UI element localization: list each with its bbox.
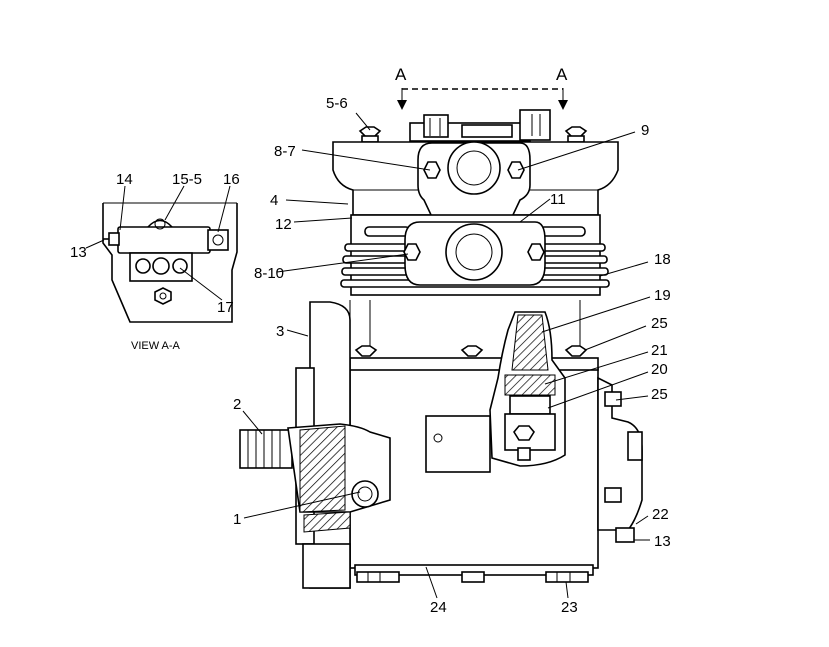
callout-21: 21 xyxy=(651,342,668,359)
callout-4: 4 xyxy=(270,192,278,209)
callout-23: 23 xyxy=(561,599,578,616)
crankcase-nameplate xyxy=(425,415,491,473)
callout-15-5: 15-5 xyxy=(172,171,202,188)
callout-14: 14 xyxy=(116,171,133,188)
callout-22: 22 xyxy=(652,506,669,523)
section-mark-left: A xyxy=(395,65,407,84)
callout-24: 24 xyxy=(430,599,447,616)
leader-lines xyxy=(85,112,651,599)
callout-2: 2 xyxy=(233,396,241,413)
callout-13-main: 13 xyxy=(654,533,671,550)
section-mark-right: A xyxy=(556,65,568,84)
callout-3: 3 xyxy=(276,323,284,340)
callout-12: 12 xyxy=(275,216,292,233)
view-a-a-inset: VIEW A-A xyxy=(102,202,238,352)
base-bolts xyxy=(356,571,589,583)
section-arrow-left xyxy=(397,100,407,110)
callout-11: 11 xyxy=(550,191,566,208)
callout-5-6: 5-6 xyxy=(326,95,348,112)
callout-16: 16 xyxy=(223,171,240,188)
callout-labels: 1 2 3 4 5-6 8-7 8-10 9 11 12 13 14 15-5 … xyxy=(70,95,671,616)
view-a-a-label: VIEW A-A xyxy=(131,340,181,352)
section-marker-group: A A xyxy=(395,65,568,110)
callout-13-view: 13 xyxy=(70,244,87,261)
callout-25-mid: 25 xyxy=(651,386,668,403)
callout-18: 18 xyxy=(654,251,671,268)
callout-8-7: 8-7 xyxy=(274,143,296,160)
crankshaft-splines xyxy=(247,430,281,468)
crankshaft-end xyxy=(239,429,293,469)
bearing xyxy=(351,480,379,508)
callout-20: 20 xyxy=(651,361,668,378)
compressor-assembly xyxy=(239,109,643,589)
crankcase-top-bolts xyxy=(354,345,588,357)
callout-8-10: 8-10 xyxy=(254,265,284,282)
top-fittings xyxy=(409,109,551,142)
callout-19: 19 xyxy=(654,287,671,304)
callout-9: 9 xyxy=(641,122,649,139)
callout-25-top: 25 xyxy=(651,315,668,332)
callout-1: 1 xyxy=(233,511,241,528)
callout-17: 17 xyxy=(217,299,234,316)
section-arrow-right xyxy=(558,100,568,110)
